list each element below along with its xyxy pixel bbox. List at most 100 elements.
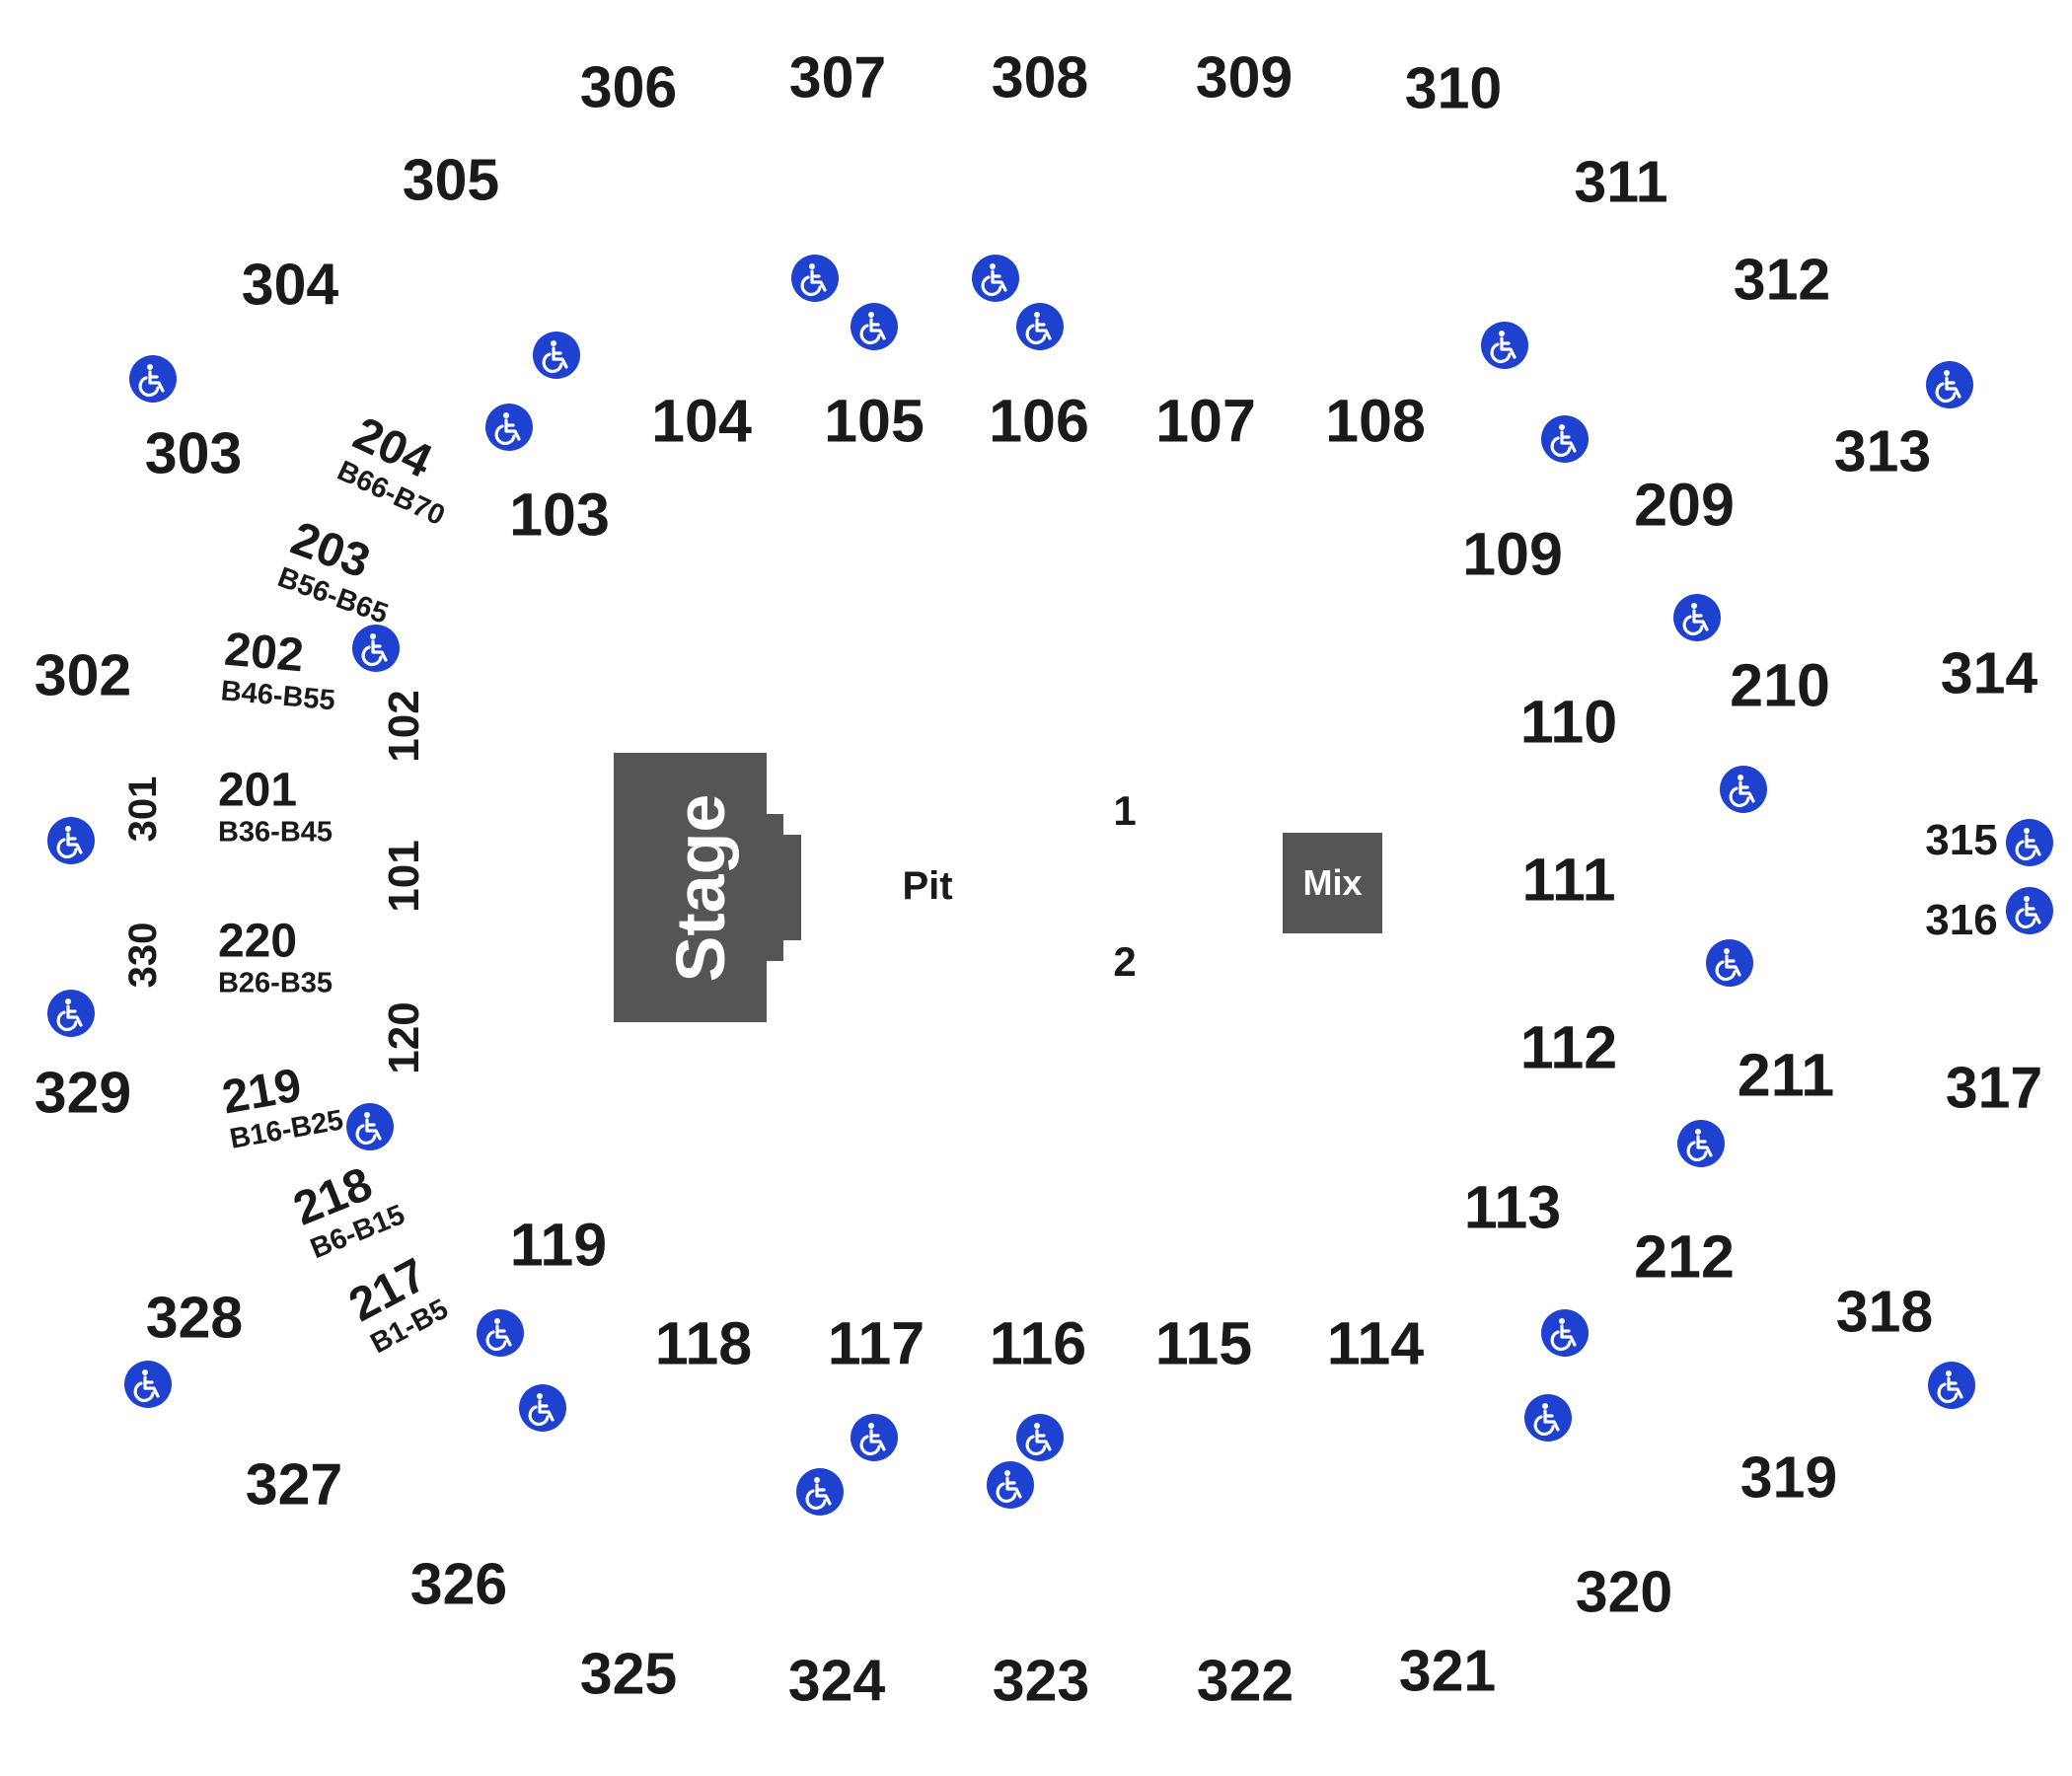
section-209[interactable]: 209: [1634, 471, 1735, 539]
stage-shape: [614, 753, 801, 1022]
wheelchair-accessible-icon: [1481, 322, 1528, 369]
section-210[interactable]: 210: [1730, 651, 1830, 719]
section-324[interactable]: 324: [787, 1648, 886, 1714]
wheelchair-accessible-icon: [851, 1414, 898, 1461]
section-320[interactable]: 320: [1575, 1559, 1673, 1625]
section-101[interactable]: 101: [380, 840, 428, 913]
section-304[interactable]: 304: [241, 252, 339, 318]
box-rows: B36-B45: [217, 816, 333, 849]
section-312[interactable]: 312: [1733, 247, 1831, 313]
section-321[interactable]: 321: [1398, 1638, 1497, 1704]
section-116[interactable]: 116: [989, 1309, 1087, 1377]
section-326[interactable]: 326: [409, 1551, 508, 1617]
section-119[interactable]: 119: [509, 1211, 608, 1279]
section-106[interactable]: 106: [989, 387, 1089, 455]
wheelchair-accessible-icon: [47, 990, 95, 1037]
section-306[interactable]: 306: [579, 54, 678, 120]
wheelchair-accessible-icon: [1541, 1309, 1589, 1357]
section-111[interactable]: 111: [1521, 846, 1616, 914]
wheelchair-accessible-icon: [1720, 766, 1767, 813]
wheelchair-accessible-icon: [1926, 361, 1973, 408]
section-311[interactable]: 311: [1574, 149, 1668, 215]
section-317[interactable]: 317: [1945, 1055, 2043, 1121]
wheelchair-accessible-icon: [851, 303, 898, 350]
section-105[interactable]: 105: [824, 387, 925, 455]
section-323[interactable]: 323: [992, 1648, 1090, 1714]
section-107[interactable]: 107: [1155, 387, 1256, 455]
wheelchair-accessible-icon: [129, 355, 177, 403]
section-330[interactable]: 330: [121, 922, 165, 989]
wheelchair-accessible-icon: [972, 255, 1019, 302]
section-104[interactable]: 104: [651, 387, 752, 455]
wheelchair-accessible-icon: [346, 1103, 394, 1150]
box-rows: B26-B35: [217, 967, 333, 999]
section-329[interactable]: 329: [34, 1060, 132, 1126]
section-110[interactable]: 110: [1519, 688, 1618, 756]
floor-section-1[interactable]: 1: [1113, 787, 1137, 834]
section-319[interactable]: 319: [1739, 1444, 1838, 1511]
section-112[interactable]: 112: [1519, 1013, 1618, 1081]
section-number: 202: [222, 623, 306, 683]
wheelchair-accessible-icon: [2006, 819, 2053, 866]
section-108[interactable]: 108: [1325, 387, 1426, 455]
wheelchair-accessible-icon: [1541, 415, 1589, 463]
wheelchair-accessible-icon: [533, 332, 580, 379]
section-314[interactable]: 314: [1940, 640, 2038, 706]
section-309[interactable]: 309: [1195, 44, 1294, 111]
section-322[interactable]: 322: [1196, 1648, 1295, 1714]
wheelchair-accessible-icon: [485, 404, 533, 451]
wheelchair-accessible-icon: [791, 255, 839, 302]
wheelchair-accessible-icon: [1016, 1414, 1064, 1461]
wheelchair-accessible-icon: [2006, 887, 2053, 934]
section-318[interactable]: 318: [1835, 1279, 1934, 1345]
section-102[interactable]: 102: [380, 690, 428, 763]
section-115[interactable]: 115: [1154, 1309, 1253, 1377]
wheelchair-accessible-icon: [124, 1361, 172, 1408]
section-211[interactable]: 211: [1737, 1041, 1835, 1109]
section-316[interactable]: 316: [1925, 896, 1998, 944]
wheelchair-accessible-icon: [1928, 1362, 1975, 1409]
section-327[interactable]: 327: [245, 1451, 343, 1517]
section-303[interactable]: 303: [144, 420, 243, 486]
section-117[interactable]: 117: [827, 1309, 925, 1377]
section-120[interactable]: 120: [380, 1001, 428, 1074]
section-315[interactable]: 315: [1925, 816, 1998, 864]
box-rows: B46-B55: [219, 675, 336, 717]
section-number: 220: [217, 915, 298, 968]
section-114[interactable]: 114: [1326, 1309, 1425, 1377]
wheelchair-accessible-icon: [1016, 303, 1064, 350]
section-113[interactable]: 113: [1463, 1173, 1562, 1241]
section-302[interactable]: 302: [34, 642, 132, 708]
stage-label: Stage: [662, 793, 739, 983]
floor-section-2[interactable]: 2: [1113, 938, 1137, 985]
section-number: 201: [217, 764, 298, 817]
section-310[interactable]: 310: [1404, 55, 1503, 121]
wheelchair-accessible-icon: [987, 1461, 1034, 1509]
section-325[interactable]: 325: [579, 1641, 678, 1707]
wheelchair-accessible-icon: [352, 625, 400, 672]
section-212[interactable]: 212: [1634, 1222, 1735, 1291]
wheelchair-accessible-icon: [477, 1309, 524, 1357]
pit-label: Pit: [902, 864, 953, 908]
section-301[interactable]: 301: [121, 776, 165, 843]
section-305[interactable]: 305: [402, 147, 500, 213]
wheelchair-accessible-icon: [1524, 1394, 1572, 1442]
wheelchair-accessible-icon: [796, 1468, 844, 1516]
section-118[interactable]: 118: [654, 1309, 753, 1377]
wheelchair-accessible-icon: [47, 817, 95, 864]
section-313[interactable]: 313: [1833, 418, 1932, 484]
section-307[interactable]: 307: [788, 44, 887, 111]
section-308[interactable]: 308: [991, 44, 1089, 111]
section-103[interactable]: 103: [509, 481, 610, 549]
section-328[interactable]: 328: [145, 1285, 244, 1351]
section-109[interactable]: 109: [1462, 520, 1563, 588]
